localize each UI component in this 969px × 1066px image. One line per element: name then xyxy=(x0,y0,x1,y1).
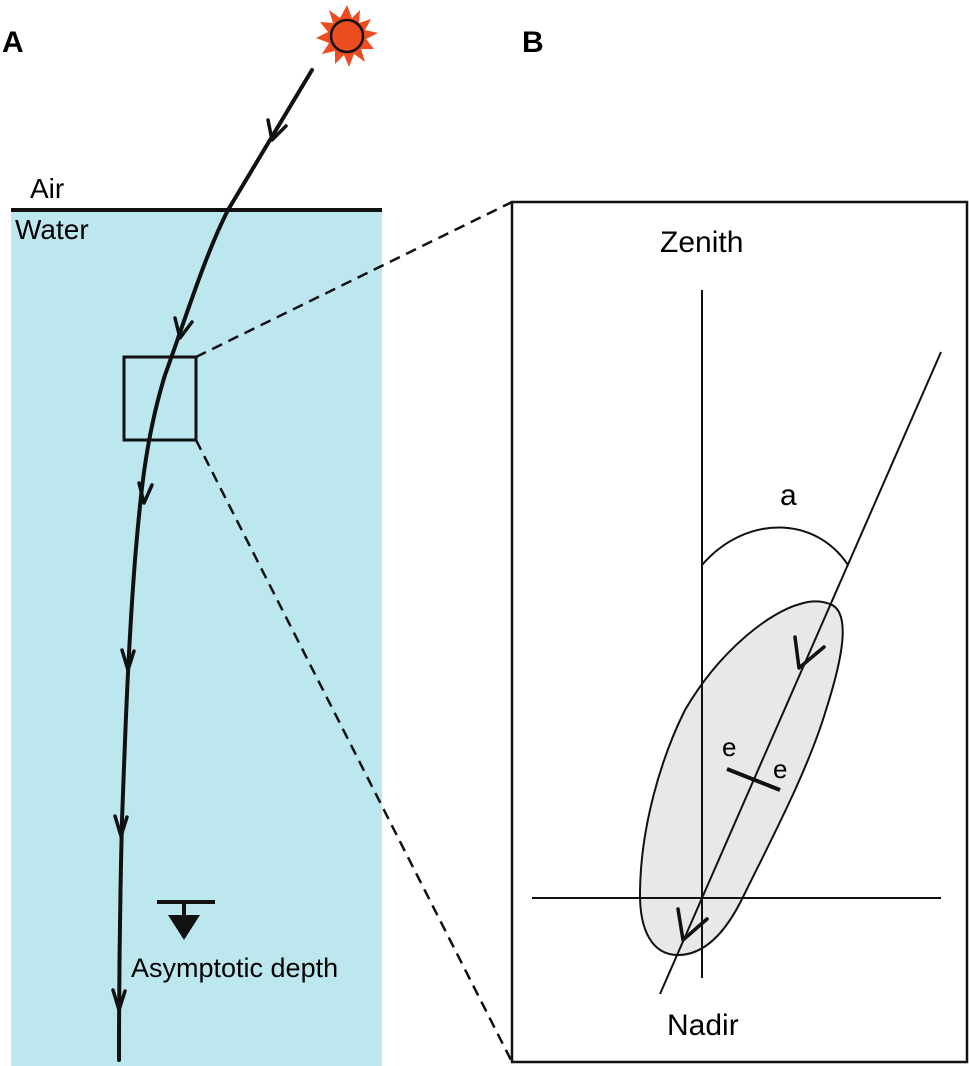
sun-core xyxy=(329,18,365,54)
ray-arrowhead xyxy=(113,814,129,838)
spread-tick xyxy=(726,767,781,792)
spread-label-right: e xyxy=(773,754,787,784)
zenith-angle-arc xyxy=(701,526,849,566)
ray-arrowhead xyxy=(173,316,194,340)
ray-arrowhead xyxy=(266,118,288,142)
light-ray-path xyxy=(117,68,314,1062)
ray-arrowhead xyxy=(111,988,127,1012)
zoom-panel-frame xyxy=(510,200,969,1064)
zoom-box xyxy=(122,355,198,442)
panel-a: A Air Water Asymptotic depth xyxy=(2,5,382,1066)
angular-spread-ellipse xyxy=(638,600,844,957)
zoom-connector-top xyxy=(195,200,513,359)
ray-direction-line xyxy=(659,351,942,995)
nadir-label: Nadir xyxy=(667,1009,739,1042)
spread-label-left: e xyxy=(722,732,736,762)
ray-arrowhead xyxy=(793,635,826,670)
angle-label: a xyxy=(780,479,797,512)
panel-a-label: A xyxy=(2,26,24,59)
ray-arrowhead xyxy=(120,648,136,672)
panel-b-label: B xyxy=(522,26,544,59)
sun-icon xyxy=(316,5,378,67)
zenith-label: Zenith xyxy=(660,226,743,259)
depth-marker-icon xyxy=(157,900,215,940)
ray-arrowhead xyxy=(676,907,709,942)
ray-arrowhead xyxy=(137,481,154,505)
water-body xyxy=(11,210,382,1066)
water-label: Water xyxy=(15,214,89,245)
asymptotic-depth-label: Asymptotic depth xyxy=(131,953,338,983)
panel-b: B Zenith Nadir a e e xyxy=(510,26,969,1064)
air-label: Air xyxy=(30,173,64,204)
zoom-connector-bottom xyxy=(194,439,514,1063)
